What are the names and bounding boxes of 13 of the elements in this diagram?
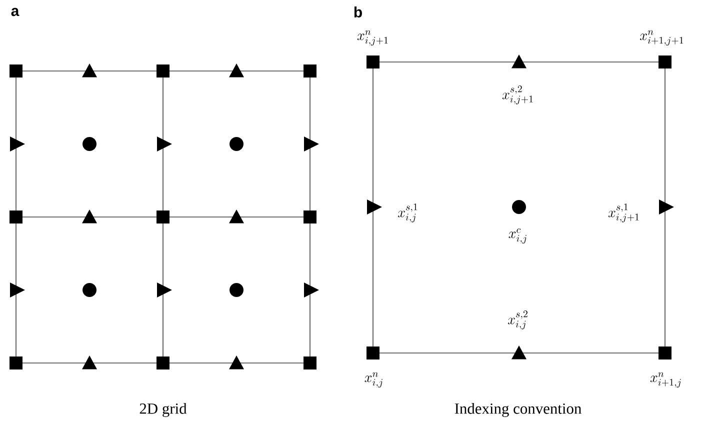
point-label: $x^{n}_{i,j+1}$: [357, 30, 388, 46]
point-label: $x^{s,2}_{i,j}$: [508, 310, 528, 330]
point-label: $x^{n}_{i+1,j+1}$: [640, 30, 684, 46]
point-label: $x^{s,2}_{i,j+1}$: [502, 86, 533, 104]
panel-letter: b: [354, 6, 362, 18]
panel-letter: a: [11, 8, 20, 16]
panel-caption: Indexing convention: [454, 402, 582, 417]
point-label: $x^{c}_{i,j}$: [508, 228, 526, 244]
panel-caption: 2D grid: [140, 402, 187, 417]
point-label: $x^{s,1}_{i,j}$: [398, 204, 418, 222]
point-label: $x^{n}_{i+1,j}$: [650, 372, 681, 388]
point-label: $x^{n}_{i,j}$: [364, 372, 382, 388]
point-label: $x^{s,1}_{i,j+1}$: [608, 204, 639, 222]
